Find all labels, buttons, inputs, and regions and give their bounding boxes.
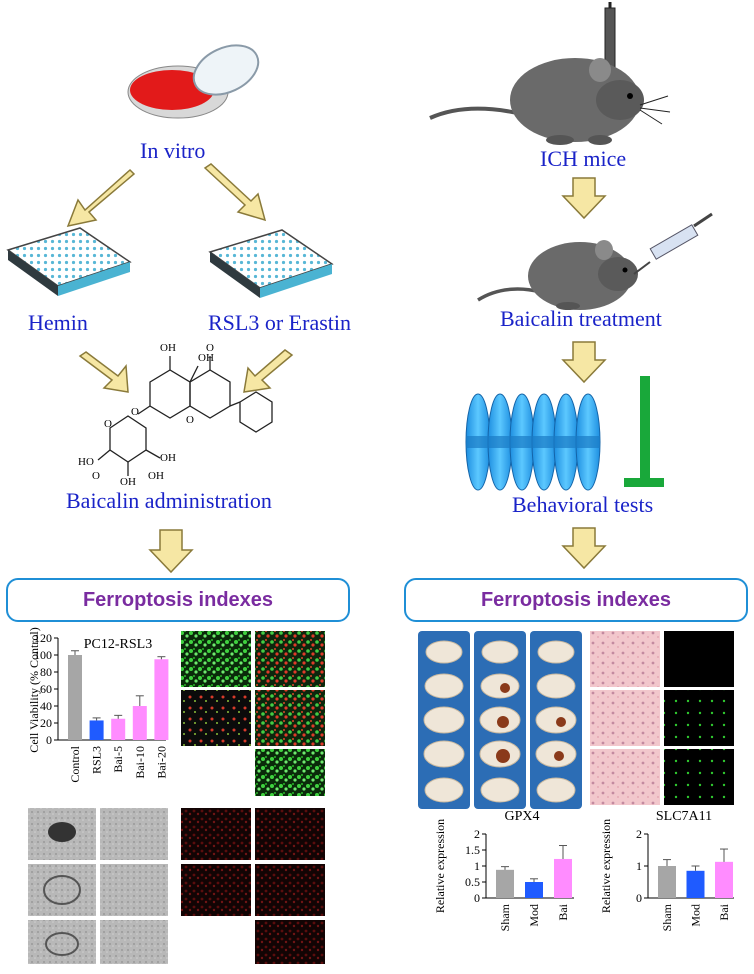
bar (496, 869, 514, 898)
fluorescence-micrographs-top-left (181, 631, 325, 796)
electron-micrographs (28, 808, 168, 964)
well-plate-icon-left (6, 227, 132, 296)
balance-beam-icon (624, 376, 664, 487)
mol-oh-s1: OH (160, 452, 176, 464)
y-tick-label: 0 (46, 733, 52, 747)
label-ich-mice: ICH mice (540, 146, 627, 171)
rotarod-icon (465, 393, 601, 491)
bar (525, 882, 543, 898)
y-tick-label: 20 (40, 716, 52, 730)
y-tick-label: 0.5 (465, 875, 480, 889)
x-tick-label: Mod (689, 904, 703, 927)
mol-o-mid: O (131, 406, 139, 418)
bar (154, 659, 169, 740)
ferroptosis-box-left: Ferroptosis indexes (6, 578, 350, 622)
y-axis-label: Relative expression (599, 819, 613, 913)
bar (111, 718, 126, 740)
label-in-vitro: In vitro (140, 138, 206, 163)
arrows-right-column (561, 177, 607, 570)
x-tick-label: Bai (717, 903, 731, 920)
label-hemin: Hemin (28, 310, 88, 335)
x-tick-label: Bai (556, 903, 570, 920)
chart-title: PC12-RSL3 (84, 637, 152, 652)
bar (686, 870, 705, 898)
mouse-icon-top (429, 58, 671, 145)
arrows-to-molecule (78, 349, 294, 393)
petri-dish-icon (127, 44, 260, 119)
mouse-icon-middle (477, 240, 638, 310)
y-tick-label: 2 (474, 827, 480, 841)
chart-title: SLC7A11 (656, 809, 712, 824)
ferroptosis-box-right: Ferroptosis indexes (404, 578, 748, 622)
mol-ho: HO (78, 456, 94, 468)
bar (132, 706, 147, 740)
x-tick-label: Bai-5 (111, 746, 125, 773)
label-baicalin-administration: Baicalin administration (66, 488, 272, 513)
well-plate-icon-right (208, 229, 334, 298)
x-tick-label: Bai-20 (154, 746, 168, 779)
y-tick-label: 80 (40, 665, 52, 679)
y-tick-label: 1.5 (465, 843, 480, 857)
y-tick-label: 60 (40, 682, 52, 696)
chart-title: GPX4 (504, 809, 539, 824)
mol-o-sugar: O (104, 418, 112, 430)
mol-oh-2: OH (198, 352, 214, 364)
mol-o-ring: O (186, 414, 194, 426)
y-tick-label: 0 (474, 891, 480, 905)
y-tick-label: 2 (636, 827, 642, 841)
ferroptosis-title-right: Ferroptosis indexes (480, 588, 672, 611)
ferroptosis-title-left: Ferroptosis indexes (82, 588, 274, 611)
label-baicalin-treatment: Baicalin treatment (500, 306, 662, 331)
x-tick-label: Control (68, 745, 82, 782)
histology-panel (590, 631, 734, 805)
arrow-down-left (148, 529, 194, 574)
x-tick-label: Bai-10 (133, 746, 147, 779)
bar (68, 655, 82, 740)
baicalin-molecule-icon (97, 356, 273, 476)
y-tick-label: 120 (34, 631, 52, 645)
label-rsl3-erastin: RSL3 or Erastin (208, 310, 351, 335)
syringe-icon-middle (633, 212, 713, 275)
y-tick-label: 0 (636, 891, 642, 905)
y-tick-label: 100 (34, 648, 52, 662)
bar-chart-1: PC12-RSL3 Cell Viability (% Control) 0 20 40… (27, 627, 169, 783)
bar (554, 858, 572, 898)
mol-oh-s2: OH (120, 476, 136, 488)
x-tick-label: Mod (527, 904, 541, 927)
mol-oh-s3: OH (148, 470, 164, 482)
label-behavioral-tests: Behavioral tests (512, 492, 654, 517)
brain-slices-panel (418, 631, 582, 809)
x-tick-label: Sham (498, 903, 512, 931)
bar (658, 866, 676, 898)
x-tick-label: RSL3 (90, 746, 104, 774)
y-tick-label: 1 (636, 859, 642, 873)
bar (715, 861, 733, 898)
mol-oh-1: OH (160, 342, 176, 354)
mol-o-top: O (206, 342, 214, 354)
bar (89, 720, 104, 740)
red-fluorescence-micrographs (181, 808, 325, 964)
y-axis-label: Relative expression (433, 819, 447, 913)
y-tick-label: 40 (40, 699, 52, 713)
mol-o-acid: O (92, 470, 100, 482)
arrows-in-vitro (66, 163, 267, 228)
y-tick-label: 1 (474, 859, 480, 873)
x-tick-label: Sham (660, 903, 674, 931)
y-axis-label: Cell Viability (% Control) (27, 627, 41, 752)
